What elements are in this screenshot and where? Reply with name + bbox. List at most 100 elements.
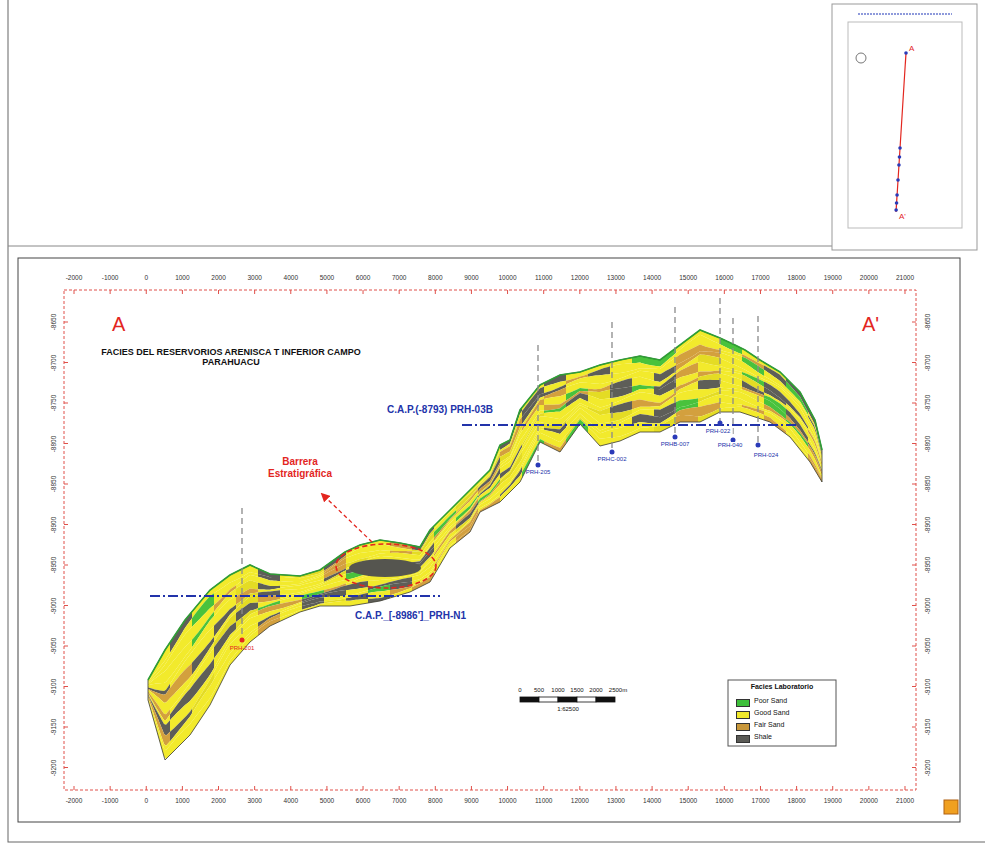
facies-strip xyxy=(456,514,478,543)
axis-tick-label: -9200 xyxy=(50,759,57,776)
well-name: PRH-201 xyxy=(230,645,255,652)
axis-tick-label: 2000 xyxy=(211,797,225,804)
scale-label: 500 xyxy=(534,687,544,694)
facies-strip xyxy=(258,590,280,596)
scale-segment xyxy=(577,697,596,702)
tick-mark xyxy=(64,403,68,404)
well-dot xyxy=(895,201,899,205)
scale-label: 1:62500 xyxy=(557,706,579,713)
tick-mark xyxy=(74,786,75,790)
tick-mark xyxy=(543,786,544,790)
tick-mark xyxy=(110,290,111,294)
axis-tick-label: -9100 xyxy=(924,678,931,695)
well-path xyxy=(241,508,242,640)
axis-tick-label: -9000 xyxy=(50,597,57,614)
section-end: A' xyxy=(862,313,879,336)
barrier-outline xyxy=(336,544,436,588)
axis-tick-label: 21000 xyxy=(896,797,914,804)
tick-mark xyxy=(912,605,916,606)
tick-mark xyxy=(912,443,916,444)
axis-tick-label: 10000 xyxy=(499,274,517,281)
well-path xyxy=(611,322,612,452)
axis-tick-label: 18000 xyxy=(788,797,806,804)
tick-mark xyxy=(363,786,364,790)
tick-mark xyxy=(688,290,689,294)
axis-tick-label: 12000 xyxy=(571,274,589,281)
axis-tick-label: -8850 xyxy=(924,476,931,493)
tick-mark xyxy=(912,484,916,485)
well-dot xyxy=(904,51,908,55)
axis-tick-label: 17000 xyxy=(751,797,769,804)
axis-tick-label: 6000 xyxy=(356,797,370,804)
tick-mark xyxy=(507,786,508,790)
axis-tick-label: -8750 xyxy=(50,395,57,412)
axis-tick-label: 13000 xyxy=(607,797,625,804)
axis-tick-label: 9000 xyxy=(464,274,478,281)
axis-tick-label: -8900 xyxy=(50,516,57,533)
tick-mark xyxy=(290,290,291,294)
tick-mark xyxy=(254,786,255,790)
inset-plot xyxy=(848,22,962,228)
well-name: PRH-022 xyxy=(704,428,733,435)
well-path xyxy=(732,318,733,440)
tick-mark xyxy=(146,290,147,294)
well-bottom xyxy=(610,450,615,455)
facies-strip xyxy=(478,497,500,516)
inset-label: A' xyxy=(899,212,906,221)
tick-mark xyxy=(796,290,797,294)
tick-mark xyxy=(290,786,291,790)
section-end: A xyxy=(112,313,125,336)
axis-tick-label: -8700 xyxy=(50,354,57,371)
tick-mark xyxy=(254,290,255,294)
axis-tick-label: -9100 xyxy=(50,678,57,695)
facies-strip xyxy=(214,647,236,691)
inset-frame xyxy=(832,4,977,250)
scale-segment xyxy=(558,697,577,702)
well-dot xyxy=(897,163,901,167)
tick-mark xyxy=(64,362,68,363)
axis-tick-label: 20000 xyxy=(860,797,878,804)
facies-strip xyxy=(632,377,654,387)
tick-mark xyxy=(912,686,916,687)
well-name: PRHC-002 xyxy=(597,456,626,463)
axis-tick-label: -8950 xyxy=(924,557,931,574)
tick-mark xyxy=(579,290,580,294)
well-name: PRH-024 xyxy=(754,452,779,459)
tick-mark xyxy=(64,484,68,485)
legend-box xyxy=(728,680,836,746)
tick-mark xyxy=(64,605,68,606)
axis-tick-label: 15000 xyxy=(679,797,697,804)
tick-mark xyxy=(399,290,400,294)
well-path xyxy=(674,307,675,437)
axis-tick-label: 1000 xyxy=(175,274,189,281)
axis-tick-label: -8800 xyxy=(50,435,57,452)
tick-mark xyxy=(471,786,472,790)
legend-text: Fair Sand xyxy=(754,721,784,729)
tick-mark xyxy=(182,290,183,294)
barrier-arrow xyxy=(322,494,372,542)
scale-segment xyxy=(596,697,615,702)
well-path xyxy=(537,345,538,465)
tick-mark xyxy=(724,786,725,790)
axis-tick-label: -9050 xyxy=(50,638,57,655)
axis-tick-label: 15000 xyxy=(679,274,697,281)
axis-tick-label: 14000 xyxy=(643,274,661,281)
sheet-border xyxy=(8,0,985,842)
tick-mark xyxy=(832,786,833,790)
axis-tick-label: 1000 xyxy=(175,797,189,804)
well-bottom xyxy=(673,435,678,440)
legend-text: Shale xyxy=(754,733,772,741)
tick-mark xyxy=(399,786,400,790)
well-dot xyxy=(895,193,899,197)
axis-tick-label: -8850 xyxy=(50,476,57,493)
contact-label: C.A.P.(-8793) PRH-03B xyxy=(385,404,495,416)
tick-mark xyxy=(796,786,797,790)
tick-mark xyxy=(904,786,905,790)
facies-strip xyxy=(280,577,302,582)
well-name: PRH-040 xyxy=(716,442,745,449)
scale-label: 1000 xyxy=(551,687,564,694)
axis-tick-label: 19000 xyxy=(824,274,842,281)
facies-strip xyxy=(808,453,822,479)
tick-mark xyxy=(912,362,916,363)
axis-tick-label: 8000 xyxy=(428,274,442,281)
